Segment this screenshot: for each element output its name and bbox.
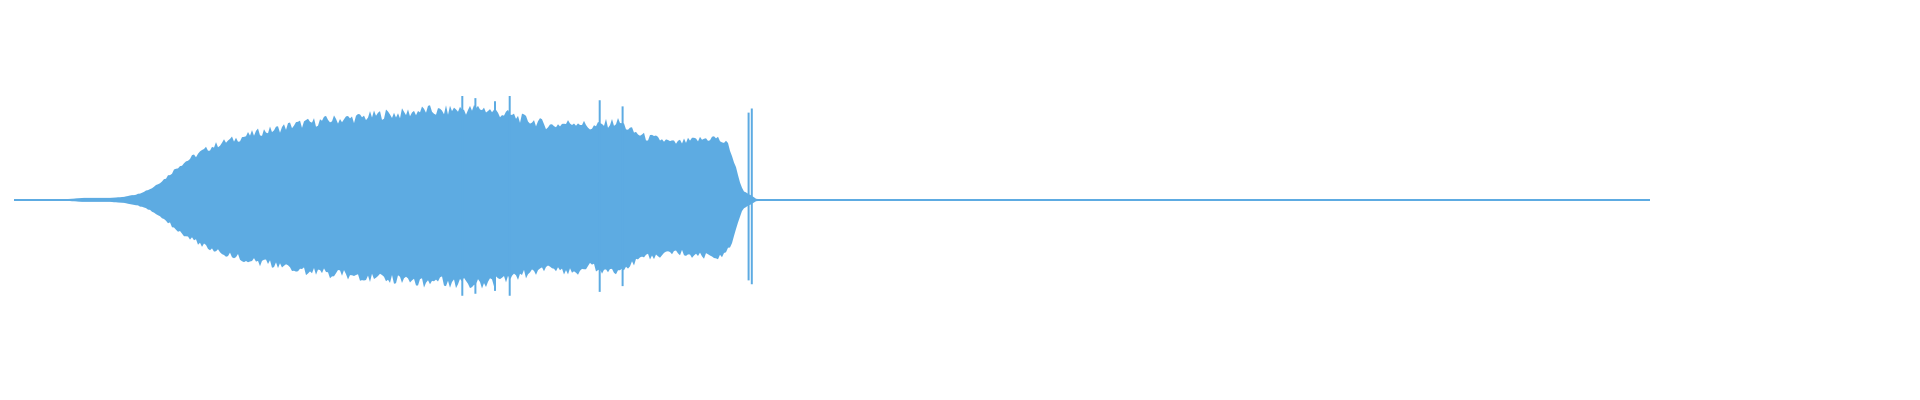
waveform-envelope [14, 105, 1650, 289]
waveform-spikes [461, 96, 753, 296]
